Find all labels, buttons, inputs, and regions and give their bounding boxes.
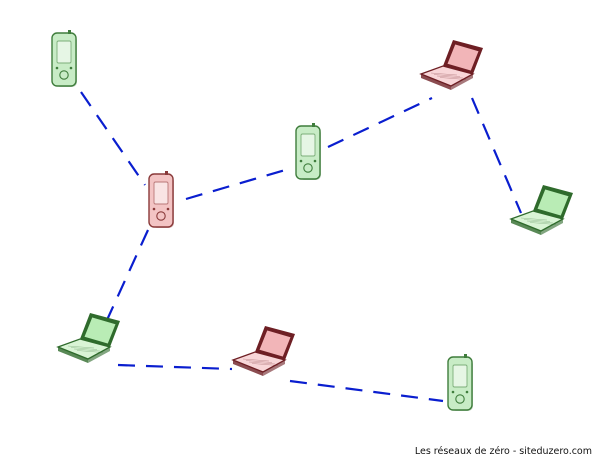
link-pda-center-left-to-pda-center — [185, 166, 293, 201]
credit-text: Les réseaux de zéro - siteduzero.com — [414, 446, 592, 457]
links-layer — [80, 91, 523, 403]
link-laptop-bottom-left-to-laptop-bottom-center — [117, 363, 233, 371]
link-pda-center-to-laptop-top-right — [327, 97, 433, 148]
pda-top-left-pda-icon — [51, 30, 77, 87]
link-laptop-top-right-to-laptop-right — [470, 97, 523, 214]
laptop-bottom-center-laptop-icon — [231, 326, 295, 376]
link-pda-top-left-to-pda-center-left — [80, 91, 146, 186]
laptop-top-right-laptop-icon — [419, 40, 483, 90]
laptop-bottom-left-laptop-icon — [56, 313, 120, 363]
link-pda-center-left-to-laptop-bottom-left — [105, 229, 150, 321]
pda-center-pda-icon — [295, 123, 321, 180]
devices-layer — [51, 30, 573, 411]
link-laptop-bottom-center-to-pda-bottom-right — [289, 379, 444, 403]
laptop-right-laptop-icon — [509, 185, 573, 235]
pda-bottom-right-pda-icon — [447, 354, 473, 411]
pda-center-left-pda-icon — [148, 171, 174, 228]
